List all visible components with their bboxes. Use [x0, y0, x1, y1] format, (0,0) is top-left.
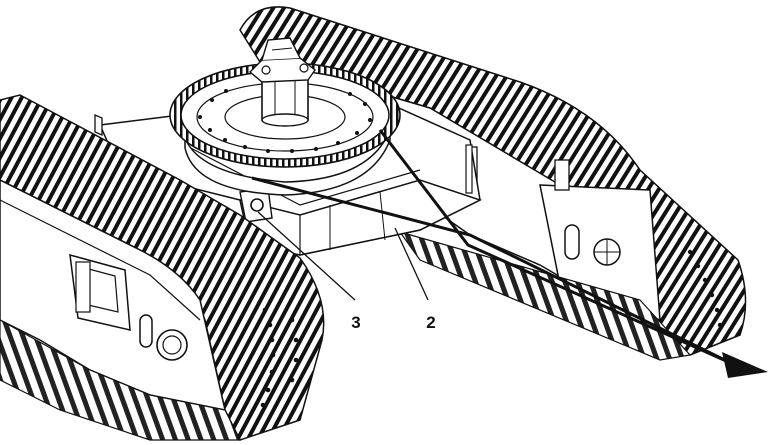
direction-arrows: [251, 129, 768, 378]
swing-bearing: [169, 37, 401, 196]
callout-label-2: 2: [426, 313, 435, 332]
leader-line-3: [257, 211, 356, 301]
callout-label-3: 3: [351, 313, 360, 332]
callout-leaders: [257, 211, 429, 301]
left-track-frame: [0, 94, 325, 441]
leader-line-2: [394, 227, 429, 301]
arrowhead-icon: [722, 352, 768, 378]
